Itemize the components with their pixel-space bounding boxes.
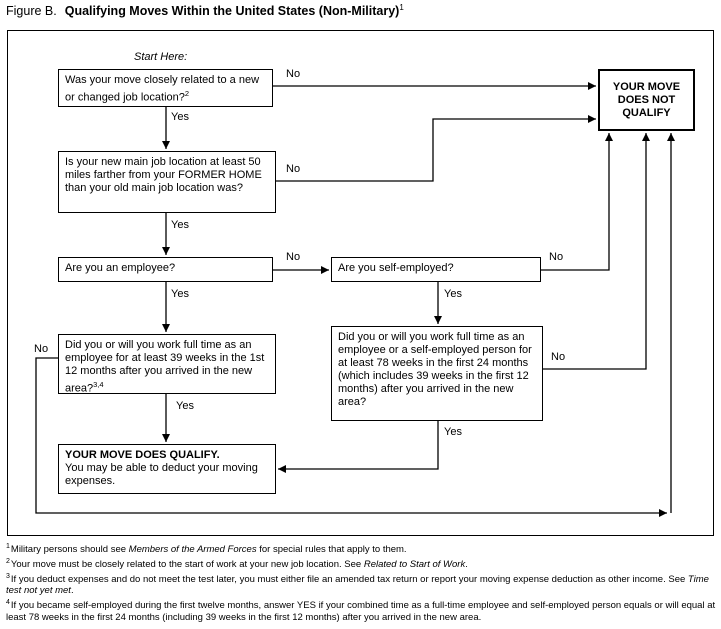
label-q4-yes: Yes bbox=[444, 288, 462, 300]
label-q5-no: No bbox=[34, 343, 49, 355]
footnote-2-text: Your move must be closely related to the… bbox=[10, 559, 364, 571]
box-q5-footnote-ref: 3,4 bbox=[93, 380, 104, 389]
box-qualify-title: YOUR MOVE DOES QUALIFY. bbox=[65, 449, 220, 461]
figure-title: Figure B. Qualifying Moves Within the Uni… bbox=[6, 3, 404, 18]
box-q2-text: Is your new main job location at least 5… bbox=[65, 156, 262, 194]
label-q5-yes: Yes bbox=[176, 400, 194, 412]
footnote-2-number: 2 bbox=[6, 558, 10, 566]
start-here-label: Start Here: bbox=[134, 51, 188, 63]
box-50-miles-question: Is your new main job location at least 5… bbox=[58, 151, 276, 213]
footnote-3-text: If you deduct expenses and do not meet t… bbox=[10, 574, 688, 586]
footnote-3-reference: Time test not yet met bbox=[6, 574, 709, 597]
box-q5-text: Did you or will you work full time as an… bbox=[65, 339, 265, 395]
connector-lines bbox=[35, 82, 675, 517]
footnote-1-text-end: for special rules that apply to them. bbox=[256, 544, 407, 556]
label-q3-no: No bbox=[286, 251, 301, 263]
figure-title-text: Qualifying Moves Within the United State… bbox=[64, 4, 400, 19]
box-q3-text: Are you an employee? bbox=[65, 262, 176, 274]
box-job-location-question: Was your move closely related to a new o… bbox=[58, 69, 273, 107]
footnote-1: 1Military persons should see Members of … bbox=[6, 541, 717, 555]
footnote-4: 4If you became self-employed during the … bbox=[6, 597, 717, 622]
connector-q6-no bbox=[543, 133, 650, 370]
connector-q2-no bbox=[276, 115, 596, 182]
connector-q5-no bbox=[35, 357, 667, 517]
box-does-not-qualify: YOUR MOVE DOES NOT QUALIFY bbox=[598, 69, 695, 131]
box-employee-question: Are you an employee? bbox=[58, 257, 273, 282]
box-q4-text: Are you self-employed? bbox=[338, 262, 454, 274]
figure-label: Figure B. bbox=[6, 4, 57, 19]
flowchart-container: Start Here: Was your move closely relate… bbox=[7, 30, 714, 536]
label-q6-yes: Yes bbox=[444, 426, 462, 438]
label-q3-yes: Yes bbox=[171, 288, 189, 300]
footnote-1-number: 1 bbox=[6, 543, 10, 550]
label-q1-yes: Yes bbox=[171, 111, 189, 123]
label-q2-yes: Yes bbox=[171, 219, 189, 231]
box-qualify-body: You may be able to deduct your moving ex… bbox=[65, 462, 258, 487]
connector-q4-no bbox=[541, 133, 613, 271]
box-self-employed-question: Are you self-employed? bbox=[331, 257, 541, 282]
footnote-1-reference: Members of the Armed Forces bbox=[128, 544, 257, 556]
label-q1-no: No bbox=[286, 68, 301, 80]
footnote-4-text: If you became self-employed during the f… bbox=[6, 600, 716, 623]
footnote-1-text: Military persons should see bbox=[10, 544, 129, 556]
box-q6-text: Did you or will you work full time as an… bbox=[338, 331, 532, 408]
box-39-weeks-question: Did you or will you work full time as an… bbox=[58, 334, 276, 395]
footnote-2-reference: Related to Start of Work bbox=[363, 559, 466, 571]
footnotes: 1Military persons should see Members of … bbox=[6, 541, 717, 624]
label-q6-no: No bbox=[551, 351, 566, 363]
footnote-3-number: 3 bbox=[6, 573, 10, 581]
connector-q6-yes bbox=[278, 421, 439, 473]
footnote-2-text-end: . bbox=[465, 559, 468, 571]
box-78-weeks-question: Did you or will you work full time as an… bbox=[331, 326, 543, 421]
figure-title-footnote-ref: 1 bbox=[399, 3, 404, 12]
footnote-3-text-end: . bbox=[70, 585, 74, 597]
label-q2-no: No bbox=[286, 163, 301, 175]
box-does-qualify: YOUR MOVE DOES QUALIFY. You may be able … bbox=[58, 444, 276, 494]
box-q1-footnote-ref: 2 bbox=[184, 89, 190, 98]
footnote-3: 3If you deduct expenses and do not meet … bbox=[6, 571, 717, 596]
label-q4-no: No bbox=[549, 251, 564, 263]
footnote-2: 2Your move must be closely related to th… bbox=[6, 556, 717, 570]
footnote-4-number: 4 bbox=[6, 599, 10, 607]
box-q1-text: Was your move closely related to a new o… bbox=[65, 74, 260, 104]
box-does-not-qualify-text: YOUR MOVE DOES NOT QUALIFY bbox=[612, 80, 681, 119]
